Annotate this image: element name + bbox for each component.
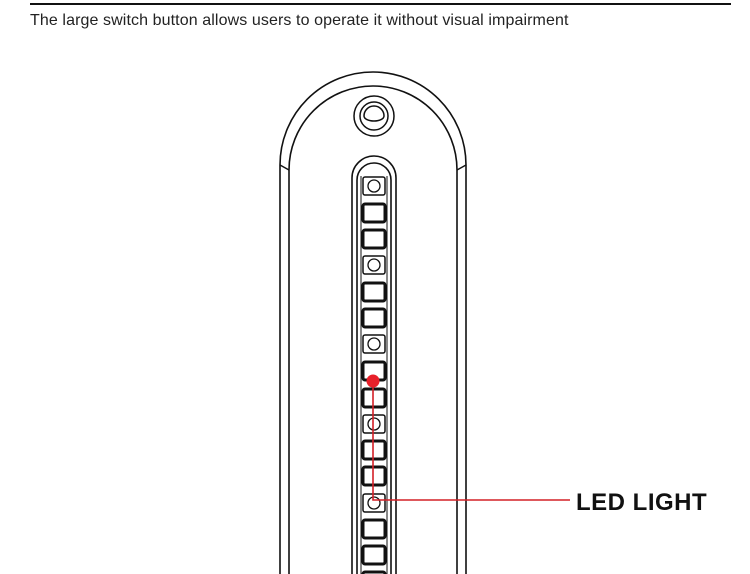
caption-text: The large switch button allows users to …: [30, 12, 569, 29]
led-channel: [351, 155, 397, 574]
callout-dot: [366, 374, 380, 388]
housing-outline: [279, 71, 467, 574]
led-chip-icon: [361, 439, 387, 461]
led-chip-icon: [362, 334, 386, 354]
top-divider: [30, 3, 731, 5]
screw-hole-icon: [353, 95, 395, 137]
led-light-label: LED LIGHT: [576, 489, 708, 516]
led-chip-icon: [361, 202, 387, 224]
housing-ticks: [279, 164, 467, 171]
led-light-callout: [366, 374, 570, 501]
led-chip-icon: [361, 465, 387, 487]
led-chip-icon: [362, 176, 386, 196]
led-chip-icon: [362, 493, 386, 513]
led-chip-icon: [362, 255, 386, 275]
led-chip-icon: [361, 281, 387, 303]
led-chip-icon: [361, 307, 387, 329]
led-chip-icon: [361, 228, 387, 250]
led-chip-icon: [361, 387, 387, 409]
led-chip-icon: [361, 544, 387, 566]
callout-leader-line: [372, 383, 570, 501]
led-chip-icon: [361, 518, 387, 540]
led-chip-icon: [362, 414, 386, 434]
led-chip-column: [361, 176, 387, 574]
